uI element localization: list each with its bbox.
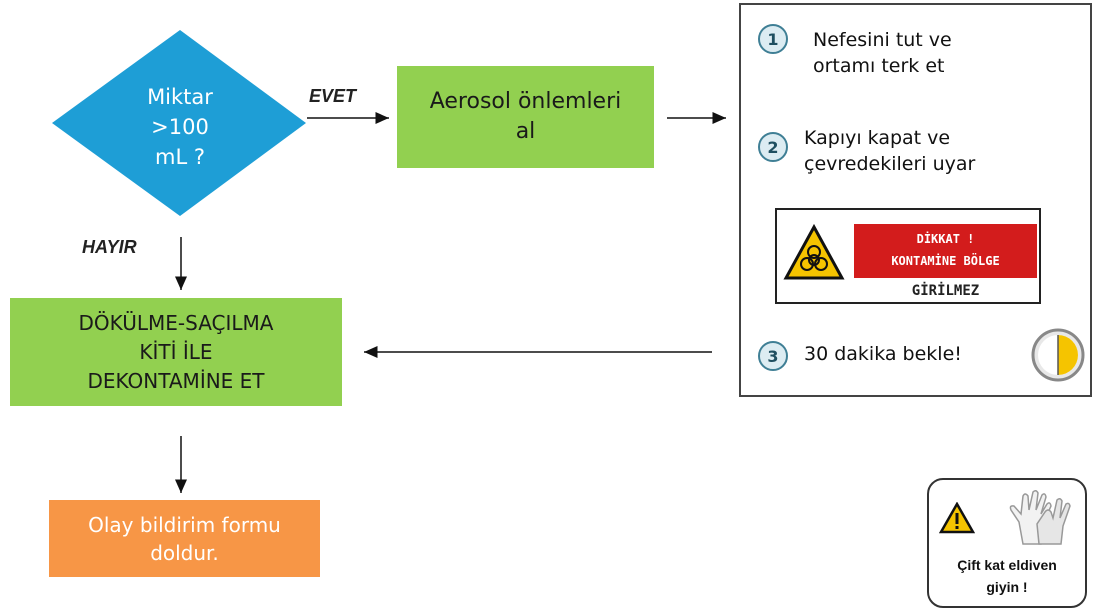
step-line: Kapıyı kapat ve [804, 127, 951, 149]
yes-label: EVET [309, 86, 357, 106]
decision-line: Miktar [147, 85, 213, 109]
steps-panel [739, 3, 1092, 397]
warning-line: DİKKAT ! [916, 232, 975, 246]
glove-caption: Çift kat eldiven giyin ! [929, 554, 1085, 598]
decision-line: mL ? [155, 145, 205, 169]
report-line: Olay bildirim formu [88, 512, 281, 537]
decision-text: Miktar >100 mL ? [120, 82, 240, 172]
step-line: 30 dakika bekle! [804, 343, 962, 365]
decontaminate-box: DÖKÜLME-SAÇILMA KİTİ İLE DEKONTAMİNE ET [10, 298, 342, 406]
glove-note: Çift kat eldiven giyin ! [927, 478, 1087, 608]
step-number: 1 [758, 24, 788, 54]
step-2-text: Kapıyı kapat ve çevredekileri uyar [804, 125, 975, 177]
decision-line: >100 [151, 115, 209, 139]
warning-line: KONTAMİNE BÖLGE [891, 254, 1000, 268]
decision-diamond [52, 30, 306, 216]
step-number: 3 [758, 341, 788, 371]
glove-line: giyin ! [986, 579, 1028, 595]
step-line: çevredekileri uyar [804, 153, 976, 175]
glove-line: Çift kat eldiven [957, 557, 1057, 573]
aerosol-line: al [515, 119, 536, 144]
report-form-box: Olay bildirim formu doldur. [49, 500, 320, 577]
biohazard-icon [783, 224, 845, 280]
step-line: ortamı terk et [813, 55, 945, 77]
aerosol-box: Aerosol önlemleri al [397, 66, 654, 168]
step-1-text: Nefesini tut ve ortamı terk et [813, 27, 952, 79]
step-number: 2 [758, 132, 788, 162]
aerosol-line: Aerosol önlemleri [429, 89, 622, 114]
no-entry-text: GİRİLMEZ [911, 283, 980, 299]
no-label: HAYIR [82, 237, 137, 257]
step-line: Nefesini tut ve [813, 29, 952, 51]
decon-line: DEKONTAMİNE ET [87, 368, 265, 393]
decon-line: KİTİ İLE [139, 339, 213, 364]
clock-icon [1031, 328, 1085, 382]
warning-triangle-icon [939, 502, 975, 534]
step-3-text: 30 dakika bekle! [804, 341, 962, 367]
warning-red-banner: DİKKAT ! KONTAMİNE BÖLGE [854, 224, 1037, 278]
report-line: doldur. [150, 540, 219, 565]
warning-sign: DİKKAT ! KONTAMİNE BÖLGE GİRİLMEZ [775, 208, 1041, 304]
decon-line: DÖKÜLME-SAÇILMA [78, 310, 274, 335]
gloves-icon [1009, 489, 1071, 545]
